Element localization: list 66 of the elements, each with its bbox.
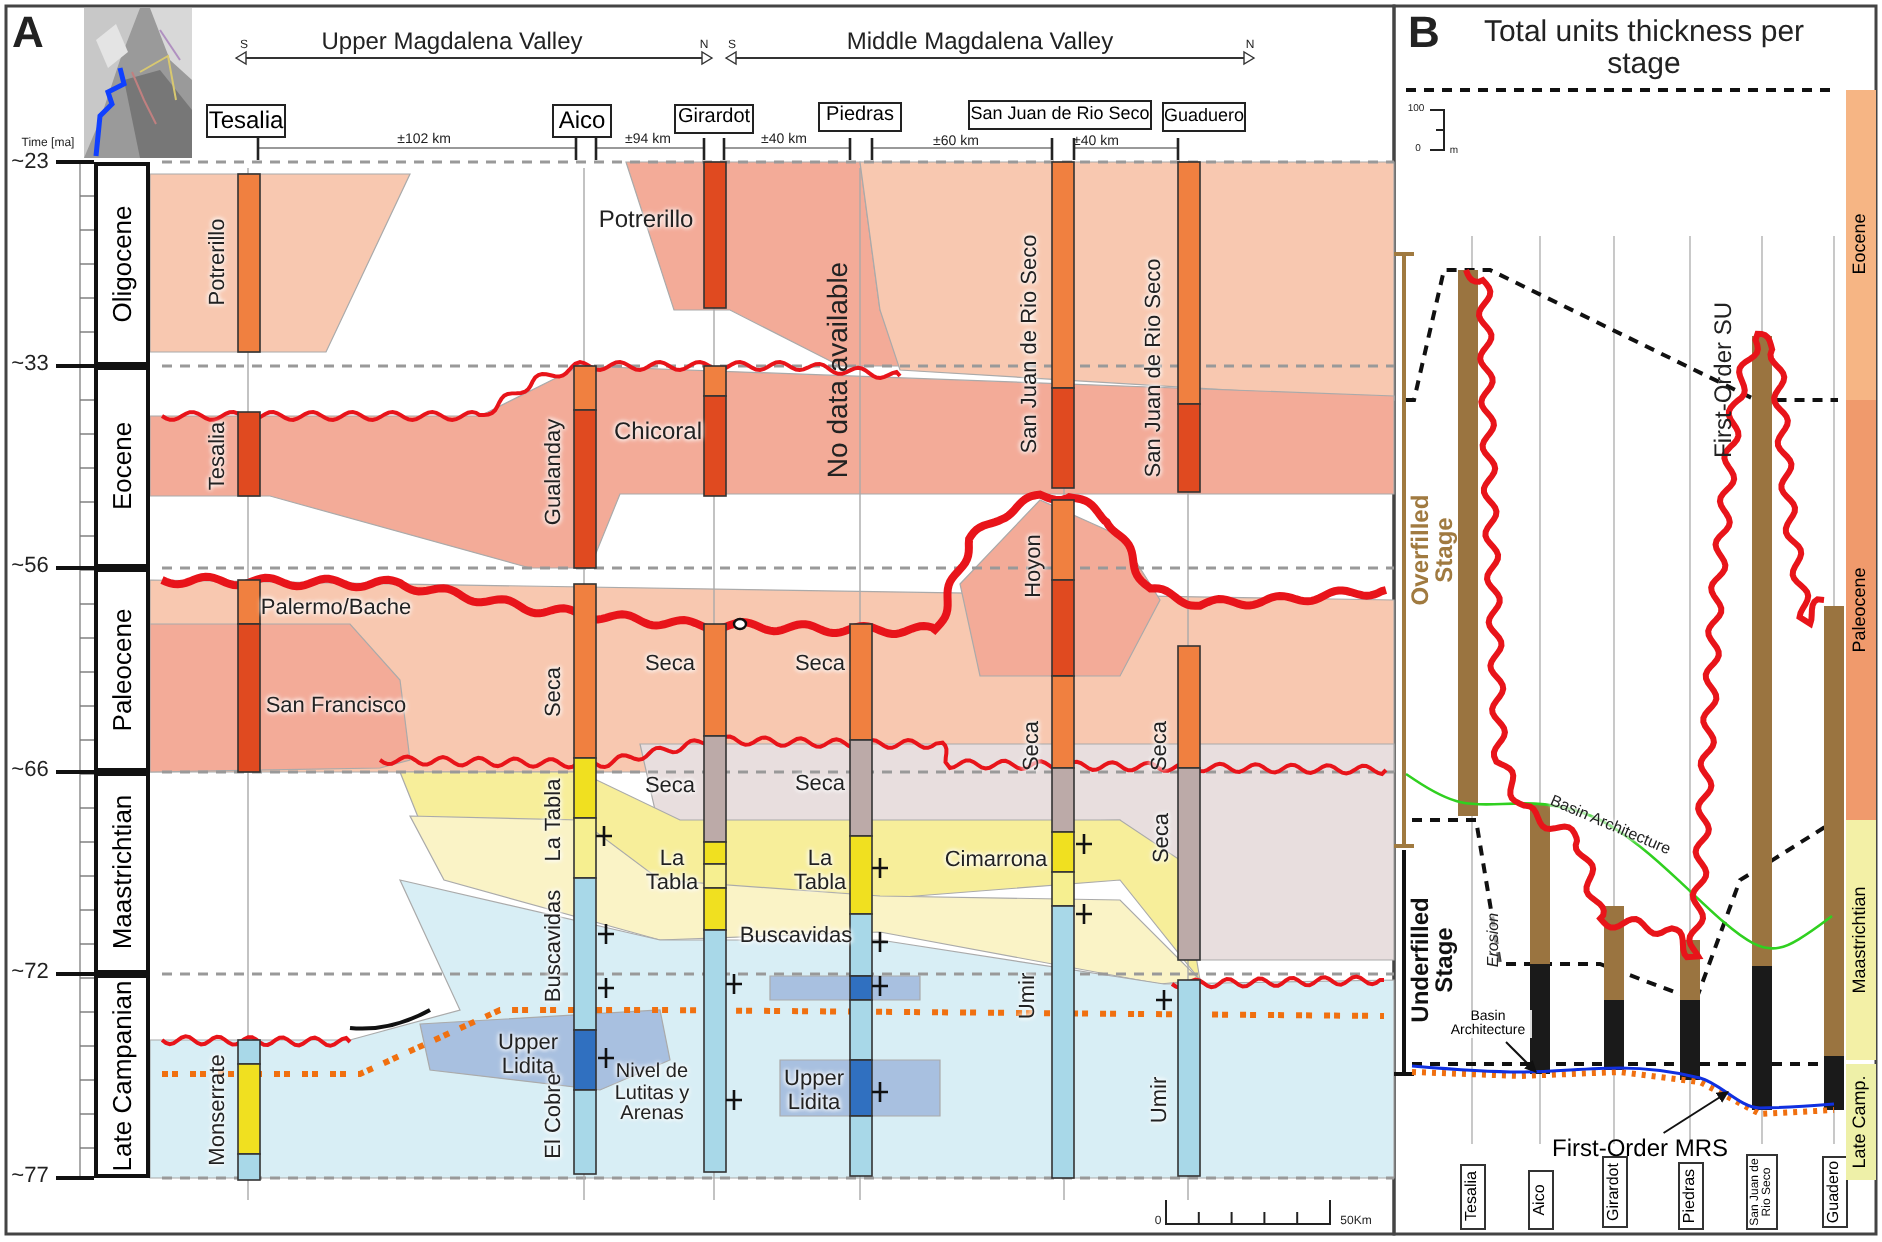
formation-label: Gualanday xyxy=(544,418,568,526)
panel-title: Total units thickness per stage xyxy=(1481,16,1807,80)
epoch-box: Oligocene xyxy=(94,162,150,366)
well-name-box: Aico xyxy=(552,103,612,137)
well-name-box: Piedras xyxy=(1677,1162,1703,1230)
well-name-box: San Juan de Rio Seco xyxy=(968,99,1152,129)
formation-label: Potrerillo xyxy=(598,207,694,233)
age-label: ~72 xyxy=(11,962,49,986)
formation-label: San Francisco xyxy=(265,696,407,720)
formation-label: Seca xyxy=(644,654,696,678)
formation-label: Umir xyxy=(1150,1076,1174,1124)
epoch-box: Eocene xyxy=(94,365,150,567)
age-label: ~77 xyxy=(11,1166,49,1190)
well-name-box: Guaduero xyxy=(1162,101,1246,131)
age-label: ~33 xyxy=(11,354,49,378)
line-label: First-Order SU xyxy=(1711,302,1737,458)
region-label: Middle Magdalena Valley xyxy=(846,29,1114,55)
stage-label: Overfilled Stage xyxy=(1408,492,1456,610)
leader-arrow xyxy=(1662,1091,1729,1134)
formation-label: Potrerillo xyxy=(208,218,232,306)
formation-label: Monserrate xyxy=(208,1054,232,1166)
formation-label: Palermo/Bache xyxy=(260,598,412,622)
formation-label: Buscavidas xyxy=(544,889,568,1003)
formation-label: Seca xyxy=(1152,812,1176,864)
formation-label: Nivel de Lutitas y Arenas xyxy=(612,1062,692,1126)
epoch-box: Paleocene xyxy=(94,568,150,772)
age-label: ~23 xyxy=(11,152,49,176)
epoch-box: Maastrichtian xyxy=(94,771,150,973)
well-name-box: Aico xyxy=(1527,1170,1553,1230)
region-label: Upper Magdalena Valley xyxy=(321,29,583,55)
panel-letter: A xyxy=(12,8,44,56)
stage-band: Paleocene xyxy=(1845,400,1875,820)
well-name-box: Girardot xyxy=(674,103,754,133)
formation-label: La Tabla xyxy=(791,848,849,896)
formation-label: Upper Lidita xyxy=(782,1068,846,1116)
formation-label: San Juan de Rio Seco xyxy=(1144,258,1168,478)
age-label: ~56 xyxy=(11,556,49,580)
formation-label: Umir xyxy=(1018,972,1042,1020)
formation-label: Hoyon xyxy=(1024,534,1048,598)
formation-label: Seca xyxy=(644,776,696,800)
formation-label: Seca xyxy=(1150,720,1174,772)
leader-arrow xyxy=(1505,1041,1537,1073)
formation-label: Seca xyxy=(544,666,568,718)
well-name-box: Girardot xyxy=(1601,1156,1627,1228)
well-name-box: Tesalia xyxy=(1459,1163,1485,1229)
formation-label: San Juan de Rio Seco xyxy=(1020,234,1044,454)
formation-label: La Tabla xyxy=(643,848,701,896)
formation-label: Seca xyxy=(794,774,846,798)
formation-label: El Cobre xyxy=(544,1073,568,1159)
formation-label: Tesalia xyxy=(208,421,232,491)
age-label: ~66 xyxy=(11,760,49,784)
well-name-box: Piedras xyxy=(818,101,902,131)
formation-label: Seca xyxy=(1022,720,1046,772)
panel-letter: B xyxy=(1408,8,1440,56)
stage-band: Maastrichtian xyxy=(1845,820,1875,1060)
stage-band: Late Camp. xyxy=(1845,1064,1875,1180)
stage-band: Eocene xyxy=(1845,89,1875,399)
formation-label: Chicoral xyxy=(614,419,702,445)
formation-label: La Tabla xyxy=(544,778,568,862)
epoch-box: Late Campanian xyxy=(94,974,150,1178)
well-name-box: Guadero xyxy=(1821,1156,1847,1228)
formation-label: Cimarrona xyxy=(944,850,1048,874)
well-name-box: Tesalia xyxy=(206,103,286,137)
formation-label: Seca xyxy=(794,654,846,678)
no-data-label: No data available xyxy=(823,261,853,479)
note: Erosion xyxy=(1485,912,1503,968)
